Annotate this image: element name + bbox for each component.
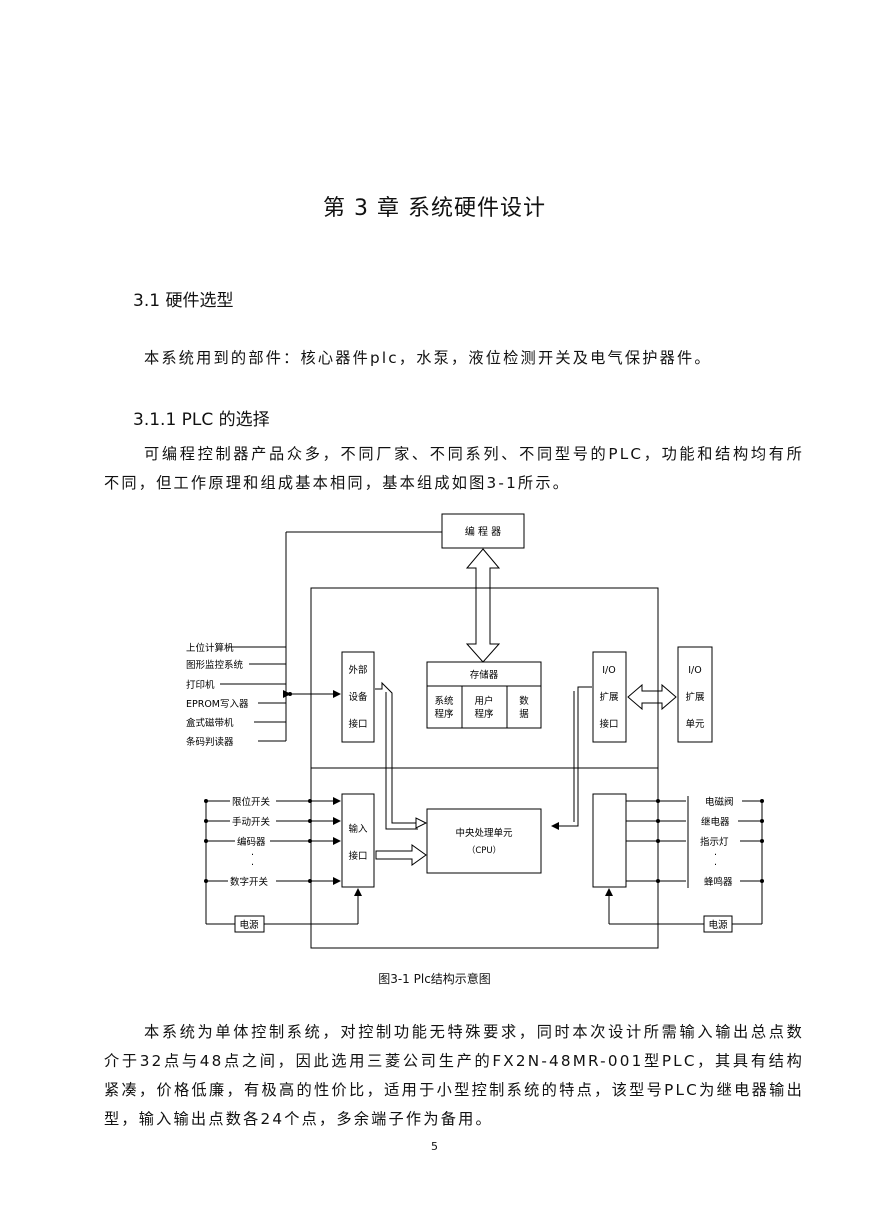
cpu-label-2: （CPU）	[467, 845, 501, 856]
memory-cell-1a: 系统	[434, 695, 454, 707]
left-device-1: 上位计算机	[186, 642, 234, 654]
io-ext-unit-label-2: 扩展	[685, 691, 705, 703]
io-ext-interface-label-1: I/O	[602, 665, 615, 676]
output-box	[592, 793, 627, 888]
memory-cell-3b: 据	[519, 708, 529, 720]
memory-cell-1b: 程序	[434, 708, 454, 720]
ext-interface-label-2: 设备	[348, 691, 368, 703]
io-ext-interface-label-3: 接口	[599, 718, 618, 730]
input-label-4: 数字开关	[230, 876, 269, 888]
input-cpu-arrow	[375, 844, 427, 866]
memory-cell-2b: 程序	[474, 708, 494, 720]
cpu-label-1: 中央处理单元	[455, 827, 513, 839]
memory-box	[426, 661, 542, 729]
ext-interface-box	[341, 651, 375, 743]
ext-interface-label-1: 外部	[348, 664, 367, 676]
ext-interface-label-3: 接口	[348, 718, 367, 730]
output-dot-2: ·	[714, 860, 717, 871]
input-dot-1: ·	[251, 850, 254, 861]
power-left-box	[234, 915, 265, 933]
io-ext-unit-label-1: I/O	[688, 665, 701, 676]
io-ext-interface-box	[592, 651, 627, 743]
page-number: 5	[431, 1140, 438, 1153]
left-device-3: 打印机	[186, 679, 215, 691]
power-right-label: 电源	[708, 919, 728, 931]
io-ext-unit-label-3: 单元	[685, 718, 705, 730]
input-interface-box	[341, 793, 375, 888]
io-ext-interface-label-2: 扩展	[599, 691, 619, 703]
figure-caption: 图3-1 Plc结构示意图	[378, 972, 491, 986]
output-label-4: 蜂鸣器	[704, 876, 733, 888]
section-paragraph: 本系统用到的部件：核心器件plc，水泵，液位检测开关及电气保护器件。	[144, 349, 712, 367]
section-heading: 3.1 硬件选型	[133, 291, 234, 311]
input-interface-label-2: 接口	[348, 850, 367, 862]
programmer-box	[441, 513, 525, 549]
output-label-2: 继电器	[701, 816, 730, 828]
input-label-1: 限位开关	[232, 796, 271, 808]
input-interface-label-1: 输入	[348, 823, 368, 835]
input-label-3: 编码器	[237, 836, 266, 848]
memory-title: 存储器	[470, 669, 499, 681]
output-dot-1: ·	[714, 850, 717, 861]
memory-cell-3a: 数	[519, 695, 529, 707]
power-left-label: 电源	[239, 919, 259, 931]
left-device-4: EPROM写入器	[186, 699, 249, 710]
chapter-title: 第 3 章 系统硬件设计	[323, 196, 546, 221]
output-label-3: 指示灯	[700, 836, 729, 848]
body-paragraph: 本系统为单体控制系统，对控制功能无特殊要求，同时本次设计所需输入输出总点数介于3…	[104, 1023, 804, 1128]
memory-cell-2a: 用户	[474, 695, 493, 707]
input-dot-2: ·	[251, 860, 254, 871]
left-device-2: 图形监控系统	[186, 659, 244, 671]
left-device-5: 盒式磁带机	[186, 717, 234, 729]
output-label-1: 电磁阀	[705, 796, 734, 808]
subsection-heading: 3.1.1 PLC 的选择	[133, 410, 270, 430]
left-device-6: 条码判读器	[186, 736, 234, 748]
io-ext-unit-box	[677, 646, 713, 743]
programmer-memory-arrow	[465, 548, 501, 663]
io-ext-arrow	[627, 683, 677, 711]
power-right-box	[703, 915, 733, 933]
programmer-label: 编 程 器	[465, 525, 501, 538]
input-label-2: 手动开关	[232, 816, 271, 828]
subsection-paragraph: 可编程控制器产品众多，不同厂家、不同系列、不同型号的PLC，功能和结构均有所不同…	[104, 445, 804, 492]
cpu-box	[426, 808, 542, 874]
